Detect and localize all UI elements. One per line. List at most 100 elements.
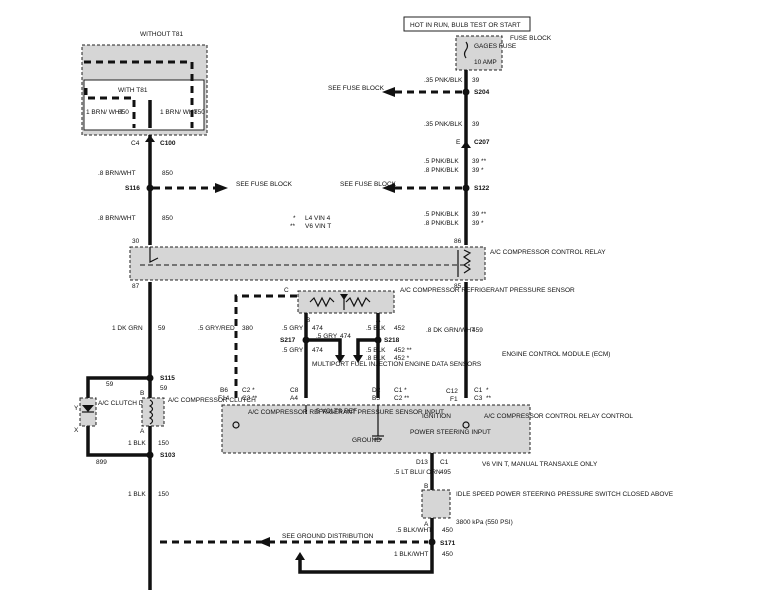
pnk-blk-4-circuit: 39 * [472,167,484,174]
c12-label: C12 [446,388,458,395]
c8-label: C8 [290,387,299,394]
pin-86-label: 86 [454,238,462,245]
s116-label: S116 [125,185,140,192]
blk-wht-1-circuit: 450 [442,527,453,534]
dk-grn-wht-label: .8 DK GRN/WHT [426,327,475,334]
s122-label: S122 [474,185,490,192]
legend-star1: * [293,215,296,222]
pnk-blk-5-circuit: 39 ** [472,211,487,218]
e-label: E [456,139,461,146]
lt-blu-label: .5 LT BLU/ ORN [394,469,441,476]
c1-3-label: C1 * [394,387,407,394]
blk-2-label: 1 BLK [128,491,146,498]
relay-label: A/C COMPRESSOR CONTROL RELAY [490,249,606,256]
wire-left-label: 1 BRN/ WHT [86,109,124,116]
ecm-sensor-input: A/C COMPRESSOR REFRIGERANT PRESSURE SENS… [248,409,444,416]
c1-bottom-label: C1 [440,459,449,466]
s103-label: S103 [160,452,176,459]
ecm-five-volts: 5 VOLTS REF [316,408,357,415]
multiport-label: MULTIPORT FUEL INJECTION ENGINE DATA SEN… [312,361,482,368]
pnk-blk-6-label: .8 PNK/BLK [424,220,459,227]
blk-2-label: .5 BLK [366,347,386,354]
pnk-blk-6-circuit: 39 * [472,220,484,227]
ecm-relay-control: A/C COMPRESSOR CONTROL RELAY CONTROL [484,413,633,420]
ecm-ps-input: POWER STEERING INPUT [410,429,491,436]
switch-b-label: B [424,483,428,490]
c2-2-label: C2 ** [394,395,410,402]
switch-label: IDLE SPEED POWER STEERING PRESSURE SWITC… [456,491,674,498]
diode-y-label: Y [74,405,79,412]
splice-s103 [146,451,154,459]
c1-right-label: C1 [474,387,483,394]
ecm-ignition: IGNITION [422,413,451,420]
s115-label: S115 [160,375,175,382]
see-fuse-block-3-label: SEE FUSE BLOCK [340,181,397,188]
arrow-see-fuse-block-3 [382,183,395,193]
blk-1-label: .5 BLK [366,325,386,332]
f1-label: F1 [450,396,458,403]
brn-wht-2-circuit: 850 [162,215,173,222]
d13-label: D13 [416,459,428,466]
power-steering-switch-section: D13 C1 .5 LT BLU/ ORN 495 V6 VIN T, MANU… [148,453,674,590]
c3-1-label: C3 ** [242,395,258,402]
blk-wht-1-label: .5 BLK/WHT [396,527,432,534]
b5-label: B5 [372,395,380,402]
gry-2-label: .5 GRY [282,347,304,354]
brn-wht-1-label: .8 BRN/WHT [98,170,136,177]
gry-2-circuit: 474 [312,347,323,354]
pin-30-label: 30 [132,238,140,245]
gry-1-label: .5 GRY [282,325,304,332]
arrow-see-fuse-block-2 [382,87,395,97]
circuit-59b: 59 [106,381,114,388]
connector-arrow-c100 [145,135,155,142]
wire-right-circuit: 850 [194,109,205,116]
pin-87-label: 87 [132,283,140,290]
diode-x-label: X [74,427,79,434]
s115-circuit: 59 [160,385,168,392]
a4-label: A4 [290,395,298,402]
blk-wht-2-label: 1 BLK/WHT [394,551,428,558]
legend-v6: V6 VIN T [305,223,331,230]
blk-1-label: 1 BLK [128,440,146,447]
pnk-blk-5-label: .5 PNK/BLK [424,211,459,218]
star-b: ** [486,395,492,402]
d2-label: D2 [372,387,381,394]
ecm-title: ENGINE CONTROL MODULE (ECM) [502,351,610,358]
splice-s171 [428,538,436,546]
star-a: * [486,387,489,394]
blk-1-circuit: 150 [158,440,169,447]
gry-red-label: .5 GRY/RED [198,325,235,332]
pnk-blk-3-label: .5 PNK/BLK [424,158,459,165]
s171-label: S171 [440,540,456,547]
switch-a-label: A [424,521,429,528]
pnk-blk-4-label: .8 PNK/BLK [424,167,459,174]
lt-blu-circuit: 495 [440,469,451,476]
s217-label: S217 [280,337,296,344]
splice-s116 [146,184,154,192]
pnk-blk-3-circuit: 39 ** [472,158,487,165]
gry-3-circuit: 474 [340,333,351,340]
f14-label: F14 [218,395,230,402]
legend: * L4 VIN 4 ** V6 VIN T [290,215,331,230]
sensor-c-label: C [284,287,289,294]
see-fuse-block-2-label: SEE FUSE BLOCK [328,85,385,92]
c4-label: C4 [131,140,140,147]
blk-3-circuit: 452 * [394,355,410,362]
splice-s122 [462,184,470,192]
c207-label: C207 [474,139,490,146]
dk-grn-label: 1 DK GRN [112,325,143,332]
without-t81-connector-box: WITHOUT T81 WITH T81 1 BRN/ WHT 850 1 BR… [81,31,208,136]
brn-wht-1-circuit: 850 [162,170,173,177]
legend-star2: ** [290,223,296,230]
engine-control-module: ENGINE CONTROL MODULE (ECM) A/C COMPRESS… [221,351,633,454]
gages-fuse-block [455,35,503,71]
fuse-block-label: FUSE BLOCK [510,35,552,42]
blk-2-circuit: 452 ** [394,347,412,354]
switch-value: 3800 kPa (550 PSI) [456,519,513,526]
pnk-blk-1-circuit: 39 [472,77,480,84]
wire-right-label: 1 BRN/ WHT [160,109,198,116]
blk-1-circuit: 452 [394,325,405,332]
compressor-clutch-body [141,397,165,427]
gages-fuse-label: GAGES FUSE [474,43,517,50]
